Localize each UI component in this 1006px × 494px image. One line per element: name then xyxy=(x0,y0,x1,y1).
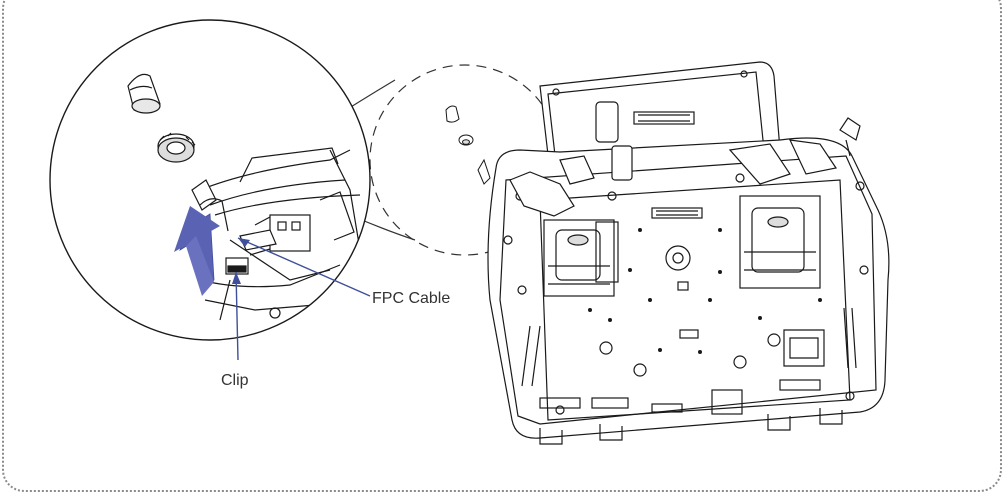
clip-label: Clip xyxy=(221,372,249,389)
ring-nut-icon xyxy=(157,132,196,163)
exploded-cap-icon xyxy=(445,105,491,185)
stick-cap-icon xyxy=(127,73,161,114)
clip-leader-line xyxy=(235,271,239,361)
left-gimbal-icon xyxy=(543,219,619,297)
remote-controller-body xyxy=(487,61,890,445)
fpc-cable-label: FPC Cable xyxy=(372,290,450,307)
right-gimbal-icon xyxy=(739,195,821,289)
fpc-cable-leader-line xyxy=(237,237,371,297)
zoom-detail xyxy=(49,19,371,341)
board-connector-icon xyxy=(633,111,695,125)
